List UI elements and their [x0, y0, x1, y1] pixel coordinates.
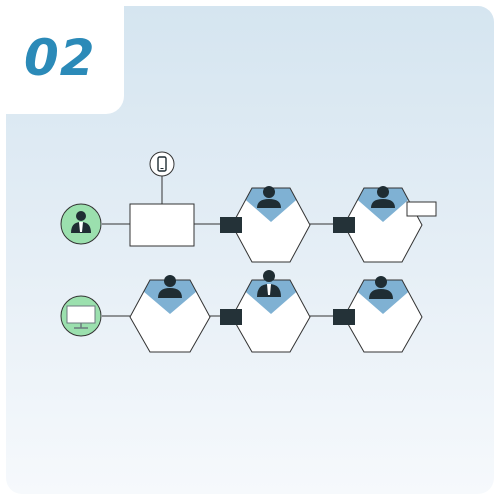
user-icon	[371, 186, 395, 208]
hex-node-user[interactable]	[343, 276, 423, 353]
hex-node-businessman[interactable]	[231, 270, 311, 353]
hex-node-user[interactable]	[129, 275, 211, 353]
hex-node-user[interactable]	[343, 186, 423, 263]
user-icon	[369, 276, 393, 299]
monitor-icon	[66, 305, 96, 329]
hex-node-user[interactable]	[231, 186, 311, 263]
connector-block	[333, 217, 355, 233]
node-tag	[406, 201, 437, 217]
user-icon	[257, 186, 281, 208]
step-badge: 02	[0, 0, 124, 114]
businessman-icon	[71, 211, 91, 233]
start-node-monitor[interactable]	[60, 295, 102, 337]
start-node-user[interactable]	[60, 203, 102, 245]
connector-block	[220, 309, 242, 325]
connector-block	[333, 309, 355, 325]
process-box[interactable]	[129, 203, 195, 247]
step-number: 02	[24, 29, 96, 87]
connector-block	[220, 217, 242, 233]
device-node-phone[interactable]	[149, 151, 175, 177]
user-icon	[158, 275, 182, 298]
smartphone-icon	[157, 156, 167, 172]
businessman-icon	[257, 270, 281, 297]
